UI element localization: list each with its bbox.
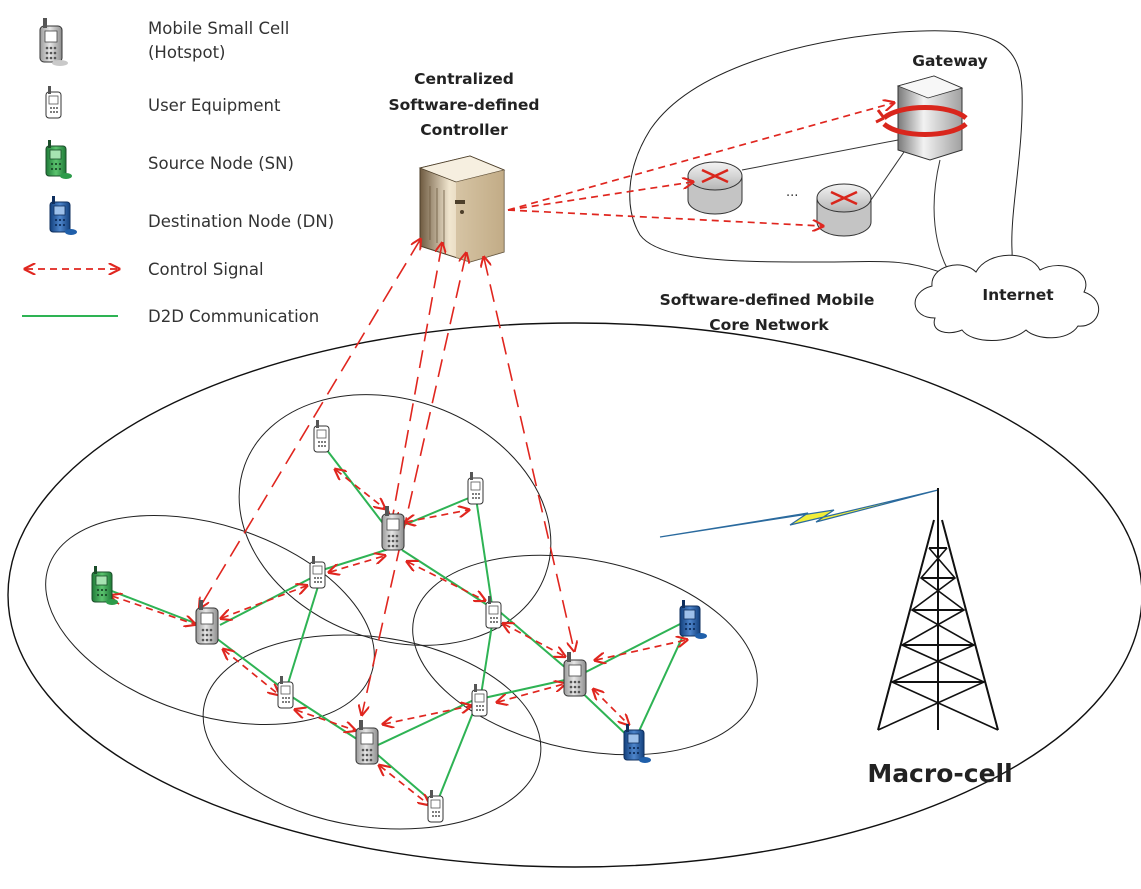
controller-label-line3: Controller <box>420 121 508 139</box>
user-equipment-icon <box>467 472 484 505</box>
core-network-label-line1: Software-defined Mobile <box>660 291 875 309</box>
mobile-small-cell-icon <box>195 600 219 645</box>
router-2-icon <box>816 183 872 237</box>
legend-label-d2d-communication: D2D Communication <box>148 307 319 326</box>
gateway-label: Gateway <box>912 52 988 70</box>
gateway-server-icon <box>875 75 968 161</box>
hotspot-devices <box>195 506 587 765</box>
small-cell-circles <box>45 394 758 830</box>
controller-label: Centralized Software-defined Controller <box>388 70 539 139</box>
source-node-icon <box>91 566 118 605</box>
destination-node-icon <box>623 724 651 763</box>
legend-label-source-node: Source Node (SN) <box>148 154 294 173</box>
router-1-icon <box>687 161 743 215</box>
controller-label-line1: Centralized <box>414 70 514 88</box>
controller-label-line2: Software-defined <box>388 96 539 114</box>
legend-label-hotspot: (Hotspot) <box>148 43 225 62</box>
internet-label: Internet <box>982 286 1054 304</box>
controller-core-signals <box>507 103 893 226</box>
mobile-small-cell-icon <box>563 652 587 697</box>
mobile-small-cell-icon <box>381 506 405 551</box>
controller-device-signals <box>200 240 574 714</box>
macro-cell-tower-icon <box>877 488 999 731</box>
core-network-label-line2: Core Network <box>709 316 829 334</box>
core-links <box>741 139 949 271</box>
wireless-link-lightning-icon <box>659 489 939 538</box>
legend-label-user-equipment: User Equipment <box>148 96 281 115</box>
legend: Mobile Small Cell (Hotspot) User Equipme… <box>22 18 334 326</box>
legend-label-destination-node: Destination Node (DN) <box>148 212 334 231</box>
user-equipment-icon <box>277 676 294 709</box>
macro-cell-label: Macro-cell <box>867 759 1012 788</box>
mobile-small-cell-icon <box>355 720 379 765</box>
mobile-small-cell-icon <box>39 18 68 66</box>
legend-label-control-signal: Control Signal <box>148 260 264 279</box>
user-equipment-icon <box>427 790 444 823</box>
legend-label-mobile-small-cell: Mobile Small Cell <box>148 19 289 38</box>
core-ellipsis: ... <box>786 185 798 200</box>
internet-cloud-icon <box>914 254 1100 341</box>
source-node-icon <box>45 140 72 179</box>
user-equipment-icon <box>309 556 326 589</box>
controller-server-icon <box>418 155 506 263</box>
user-equipment-icon <box>471 684 488 717</box>
user-equipment-devices <box>277 420 502 823</box>
user-equipment-icon <box>45 86 62 119</box>
destination-node-icon <box>679 600 707 639</box>
user-equipment-icon <box>313 420 330 453</box>
user-equipment-icon <box>485 596 502 629</box>
destination-node-icon <box>49 196 77 235</box>
